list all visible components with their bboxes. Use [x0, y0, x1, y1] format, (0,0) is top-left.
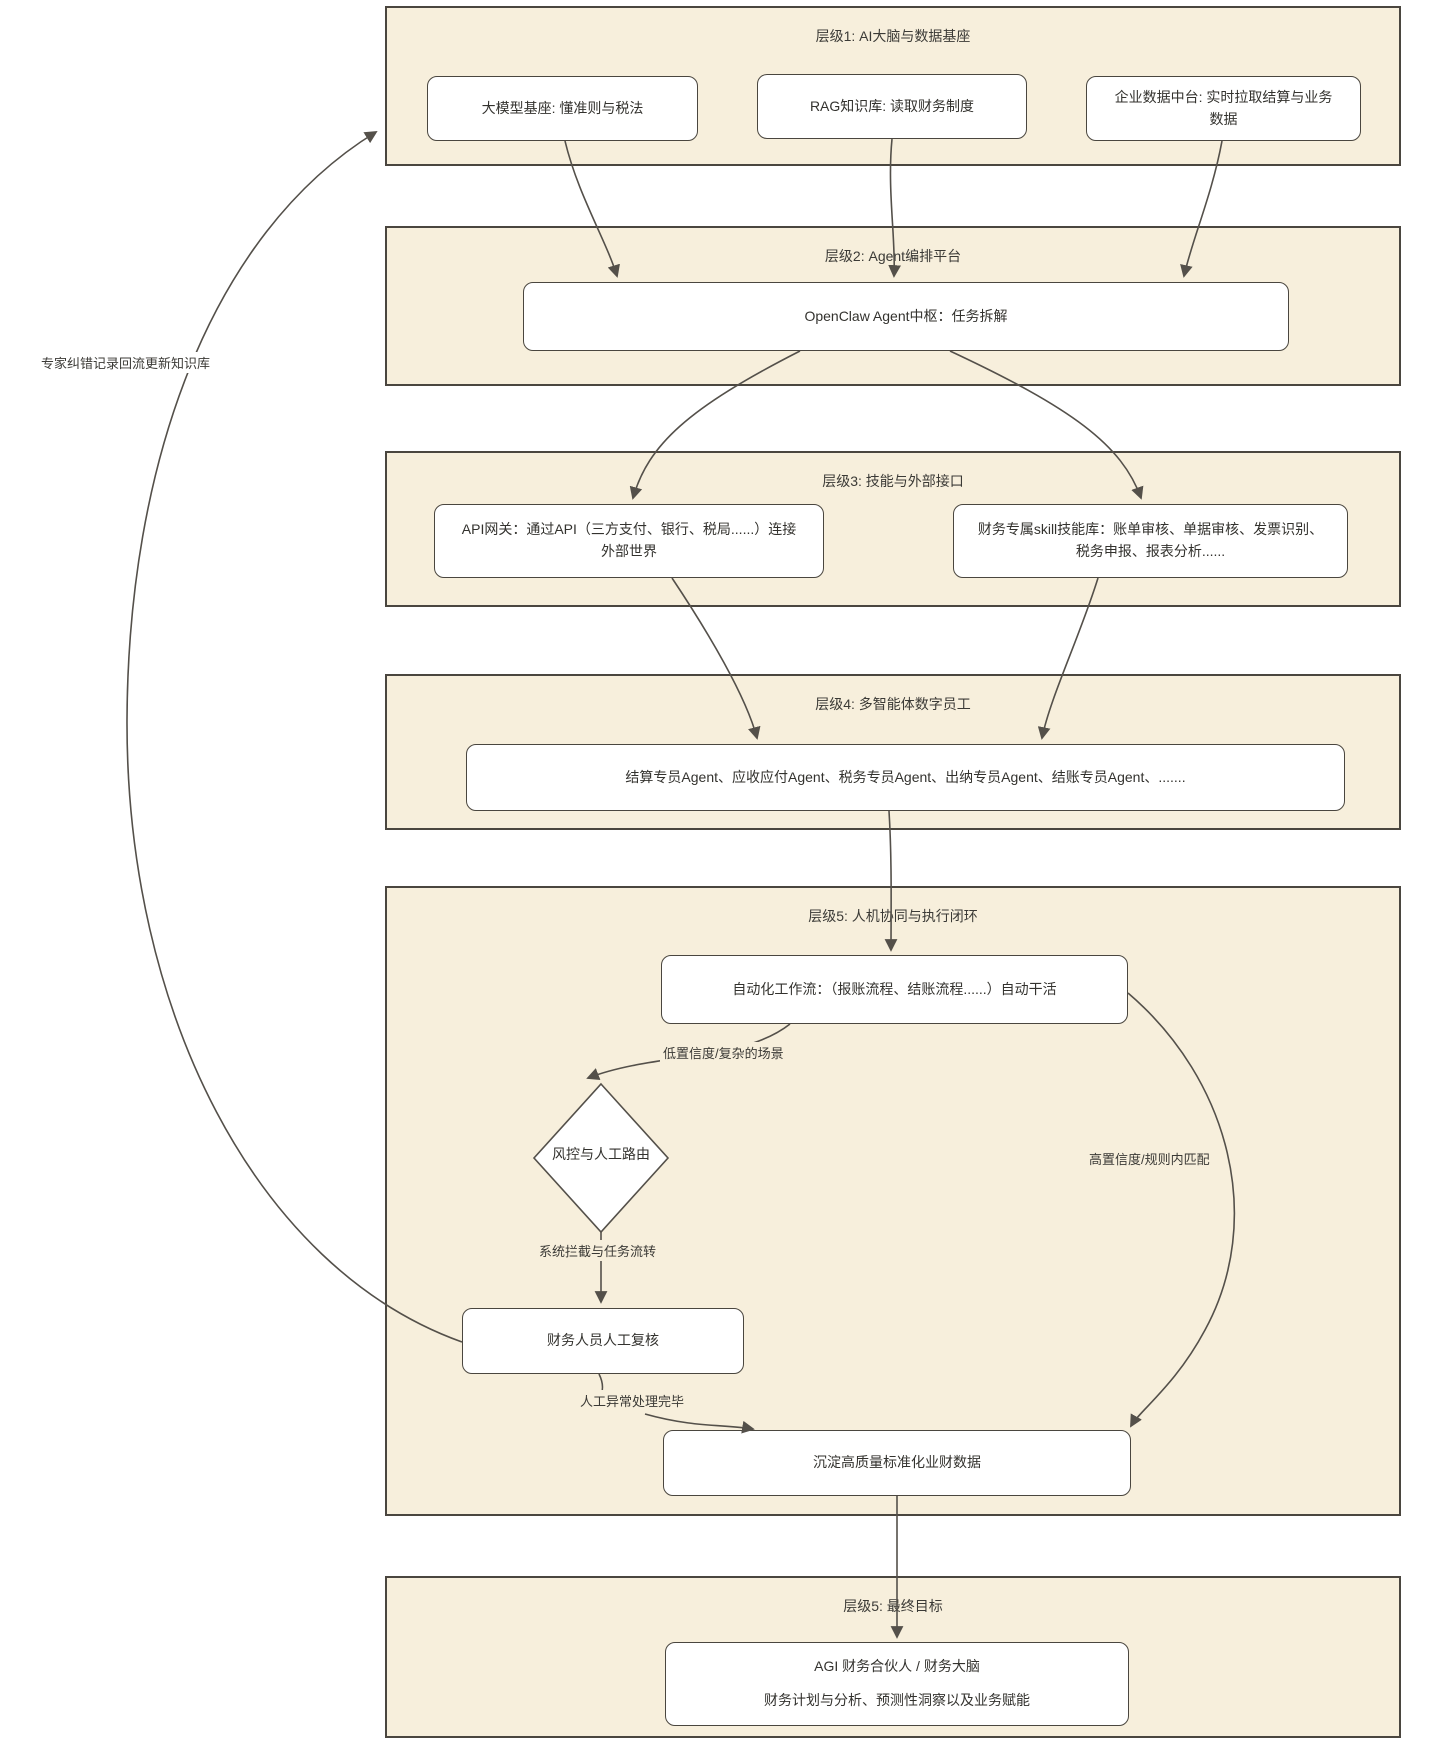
- node-risk-routing-diamond-label: 风控与人工路由: [552, 1146, 650, 1162]
- node-digital-employee-agents: 结算专员Agent、应收应付Agent、税务专员Agent、出纳专员Agent、…: [466, 744, 1345, 811]
- node-final-goal: AGI 财务合伙人 / 财务大脑 财务计划与分析、预测性洞察以及业务赋能: [665, 1642, 1129, 1726]
- layer-4-title: 层级4: 多智能体数字员工: [815, 696, 971, 712]
- node-openclaw-agent-hub: OpenClaw Agent中枢：任务拆解: [523, 282, 1289, 351]
- edge-label-manual-done: 人工异常处理完毕: [577, 1390, 688, 1411]
- edge-label-low-confidence: 低置信度/复杂的场景: [660, 1042, 787, 1063]
- edge-label-high-confidence: 高置信度/规则内匹配: [1086, 1148, 1213, 1169]
- edge-label-expert-feedback: 专家纠错记录回流更新知识库: [38, 352, 214, 373]
- edge-label-system-intercept: 系统拦截与任务流转: [536, 1240, 660, 1261]
- node-llm-base: 大模型基座: 懂准则与税法: [427, 76, 698, 141]
- node-automated-workflow: 自动化工作流：（报账流程、结账流程......）自动干活: [661, 955, 1128, 1024]
- layer-1-title: 层级1: AI大脑与数据基座: [815, 28, 971, 44]
- node-manual-review: 财务人员人工复核: [462, 1308, 744, 1374]
- layer-2-title: 层级2: Agent编排平台: [824, 248, 962, 264]
- layer-3-title: 层级3: 技能与外部接口: [822, 473, 964, 489]
- node-standardized-finance-data: 沉淀高质量标准化业财数据: [663, 1430, 1131, 1496]
- node-finance-skill-library: 财务专属skill技能库：账单审核、单据审核、发票识别、税务申报、报表分析...…: [953, 504, 1348, 578]
- layer-6-title: 层级5: 最终目标: [843, 1598, 943, 1614]
- node-rag-knowledge-base: RAG知识库: 读取财务制度: [757, 74, 1027, 139]
- final-goal-line-2: 财务计划与分析、预测性洞察以及业务赋能: [764, 1692, 1030, 1708]
- node-api-gateway: API网关：通过API（三方支付、银行、税局......）连接外部世界: [434, 504, 824, 578]
- node-enterprise-data-platform: 企业数据中台: 实时拉取结算与业务数据: [1086, 76, 1361, 141]
- layer-5-title: 层级5: 人机协同与执行闭环: [808, 908, 978, 924]
- final-goal-line-1: AGI 财务合伙人 / 财务大脑: [814, 1658, 980, 1675]
